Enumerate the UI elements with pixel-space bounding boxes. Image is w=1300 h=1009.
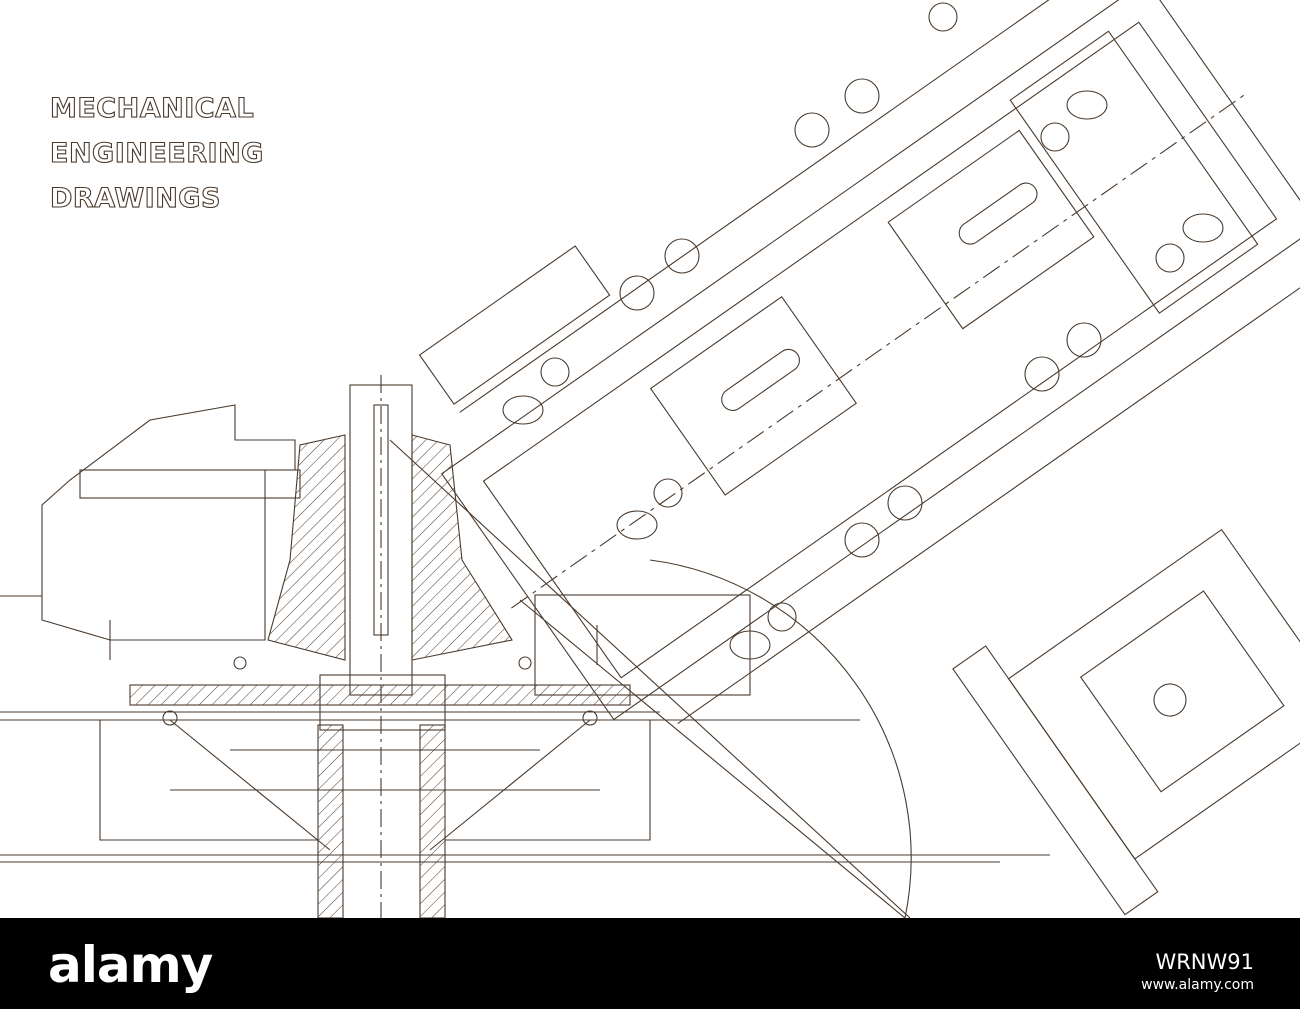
drive-inner xyxy=(1079,590,1285,793)
blueprint-drawing: MECHANICAL ENGINEERING DRAWINGS xyxy=(0,0,1300,918)
drawing-title: MECHANICAL ENGINEERING DRAWINGS xyxy=(49,92,264,214)
bolt-hex xyxy=(887,485,923,521)
cone-line-right xyxy=(429,719,591,851)
bolt-group xyxy=(502,2,1224,660)
title-line-engineering: ENGINEERING xyxy=(50,138,264,169)
bolt-hex xyxy=(844,522,880,558)
alamy-logo: alamy xyxy=(48,936,213,994)
image-id: WRNW91 xyxy=(1155,950,1254,974)
clamp-block-1 xyxy=(649,295,858,496)
bolt-hex xyxy=(653,478,683,508)
large-arc-2 xyxy=(519,599,906,918)
dimension-line-bottom xyxy=(677,287,1300,725)
flange-bolt-left xyxy=(162,710,178,726)
lower-tube-left xyxy=(317,724,344,918)
title-line-drawings: DRAWINGS xyxy=(50,183,221,214)
slot-hole xyxy=(616,510,658,540)
shaft-bolt xyxy=(373,404,389,636)
right-plate xyxy=(1009,30,1259,314)
flange-bolt-right xyxy=(582,710,598,726)
clamp-handle-1 xyxy=(721,348,800,411)
footer-url: www.alamy.com xyxy=(1141,977,1254,993)
bolt-hex xyxy=(1024,356,1060,392)
bolt-hex xyxy=(844,78,880,114)
drive-housing xyxy=(1007,528,1300,860)
lower-tube-right xyxy=(419,724,446,918)
cone-left xyxy=(99,720,318,841)
bolt-hex xyxy=(794,112,830,148)
dimension-line-top xyxy=(459,0,1083,413)
gear-rack xyxy=(418,245,611,405)
bolt-hex xyxy=(619,275,655,311)
bolt-hex xyxy=(664,238,700,274)
flange-nut-1 xyxy=(233,656,247,670)
drive-coupling xyxy=(952,645,1159,916)
hub-outer-shell xyxy=(41,404,296,641)
bolt-hex xyxy=(1040,122,1070,152)
slot-hole xyxy=(502,395,544,425)
hub-bell-right xyxy=(411,434,513,661)
bolt-hex xyxy=(540,357,570,387)
bolt-hex xyxy=(928,2,958,32)
bolt-hex xyxy=(767,602,797,632)
bolt-hex xyxy=(1066,322,1102,358)
main-frame xyxy=(440,0,1300,721)
flange-nut-2 xyxy=(518,656,532,670)
title-line-mechanical: MECHANICAL xyxy=(50,93,254,124)
hub-left-plate xyxy=(79,469,301,499)
hub-bell-left xyxy=(267,434,346,661)
cone-line-left xyxy=(169,719,331,851)
slot-hole xyxy=(1182,213,1224,243)
bolt-hex xyxy=(1155,243,1185,273)
large-arc xyxy=(649,559,912,918)
drive-unit xyxy=(952,528,1300,916)
drive-shaft xyxy=(1153,683,1187,717)
bearing-seat xyxy=(319,674,446,731)
clamp-handle-2 xyxy=(958,182,1038,245)
right-block xyxy=(534,594,751,696)
slot-hole xyxy=(729,630,771,660)
slot-hole xyxy=(1066,90,1108,120)
long-diagonal xyxy=(389,439,911,918)
rotated-assembly xyxy=(418,0,1300,725)
center-axis xyxy=(511,91,1249,609)
cone-right xyxy=(445,720,651,841)
clamp-block-2 xyxy=(887,129,1095,330)
hub-assembly xyxy=(0,375,1050,918)
stock-footer: alamy WRNW91 www.alamy.com xyxy=(0,918,1300,1009)
